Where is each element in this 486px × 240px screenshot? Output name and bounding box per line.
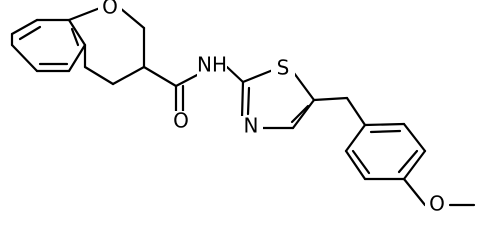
bond-network [10, 6, 476, 207]
atom-label-group: O NH O S N O [98, 0, 449, 216]
thiazole-nitrogen-label: N [244, 114, 259, 138]
methoxy-oxygen-label: O [429, 192, 445, 216]
ring-oxygen-label: O [102, 0, 118, 19]
amide-nitrogen-label: NH [197, 53, 227, 77]
carbonyl-oxygen-label: O [173, 109, 189, 133]
thiazole-sulfur-label: S [277, 56, 290, 80]
